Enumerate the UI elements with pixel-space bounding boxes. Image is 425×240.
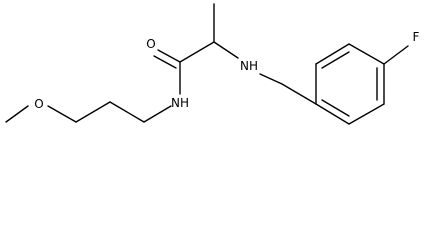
atom-label-nitrogen-amine: NH [240, 59, 258, 73]
structure-canvas: O NH NH O F [5, 3, 420, 125]
bond-ce1-ce2 [281, 83, 317, 105]
bond-calpha-nh [213, 41, 239, 59]
bond-carbonyl-1 [157, 49, 181, 63]
bond-n-c1 [143, 105, 172, 123]
bond-ring-f [383, 45, 409, 65]
ring-double-3 [321, 99, 350, 117]
atom-label-oxygen-carbonyl: O [146, 37, 155, 51]
ring-bond-2 [348, 43, 385, 65]
bond-c2-c3 [75, 101, 111, 123]
ring-double-1 [321, 51, 350, 69]
bond-calpha-ccarbonyl [179, 41, 215, 63]
molecule-diagram: O NH NH O F [5, 3, 420, 125]
ring-bond-5 [315, 103, 350, 125]
atom-label-fluorine: F [413, 30, 420, 44]
bond-c3-o [47, 105, 77, 123]
ring-bond-1 [315, 43, 350, 65]
ring-bond-4 [348, 103, 385, 125]
bond-nh-ce1 [259, 73, 283, 85]
atom-label-oxygen-ether: O [34, 97, 43, 111]
bond-carbonyl-2 [153, 55, 177, 69]
bond-c1-c2 [109, 101, 145, 123]
atom-label-nitrogen-amide: NH [171, 96, 189, 110]
bond-o-methyl [5, 105, 29, 123]
